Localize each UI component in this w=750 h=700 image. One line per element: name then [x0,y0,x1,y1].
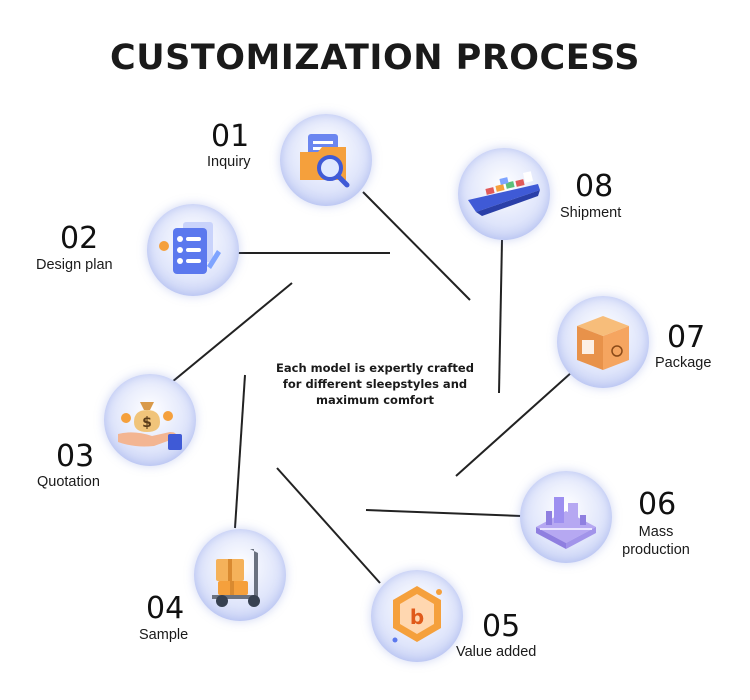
page-title: CUSTOMIZATION PROCESS [110,38,640,78]
connector-08 [498,239,503,394]
step-03-label: Quotation [37,474,100,490]
step-01-circle [280,114,372,206]
step-06-label-line1: Mass [638,524,674,540]
step-04-number: 04 [146,591,185,626]
step-02-circle [147,204,239,296]
connector-03 [171,282,293,383]
step-08-number: 08 [575,169,614,204]
connector-01 [362,191,471,301]
step-02-number: 02 [60,221,99,256]
step-01-number: 01 [211,119,250,154]
svg-text:b: b [410,605,424,629]
step-04-circle [194,529,286,621]
cargo-ship-icon [468,171,540,216]
step-05-number: 05 [482,609,521,644]
clipboard-checklist-icon [159,222,221,274]
step-05-label: Value added [456,644,537,660]
factory-machine-icon [536,497,596,549]
connector-05 [276,467,381,584]
step-08-circle [458,148,550,240]
step-07-number: 07 [667,320,706,355]
step-06-number: 06 [638,487,677,522]
step-06-circle [520,471,612,563]
step-06-label-line2: production [622,542,690,559]
step-07-label: Package [655,355,712,371]
step-06-label: Mass production [616,523,696,559]
step-01-label: Inquiry [207,154,251,170]
connector-06 [365,509,522,517]
center-description-line1: Each model is expertly crafted [276,361,474,375]
step-03-number: 03 [56,439,95,474]
hand-truck-box-icon [212,549,260,607]
center-description-line2: for different sleepstyles and [282,377,468,392]
connector-07 [455,371,573,477]
center-description-line3: maximum comfort [315,393,435,408]
step-02-label: Design plan [36,257,113,273]
step-05-circle: b [371,570,463,662]
step-04-label: Sample [139,627,189,643]
folder-search-icon [300,134,350,188]
step-03-circle: $ [104,374,196,466]
cardboard-box-icon [577,316,629,370]
svg-text:$: $ [142,415,152,431]
money-bag-hand-icon: $ [118,402,182,450]
center-description: Each model is expertly crafted for diffe… [250,360,500,408]
step-08-label: Shipment [560,205,622,221]
hexagon-badge-icon: b [392,586,442,643]
connector-04 [234,374,246,529]
step-07-circle [557,296,649,388]
